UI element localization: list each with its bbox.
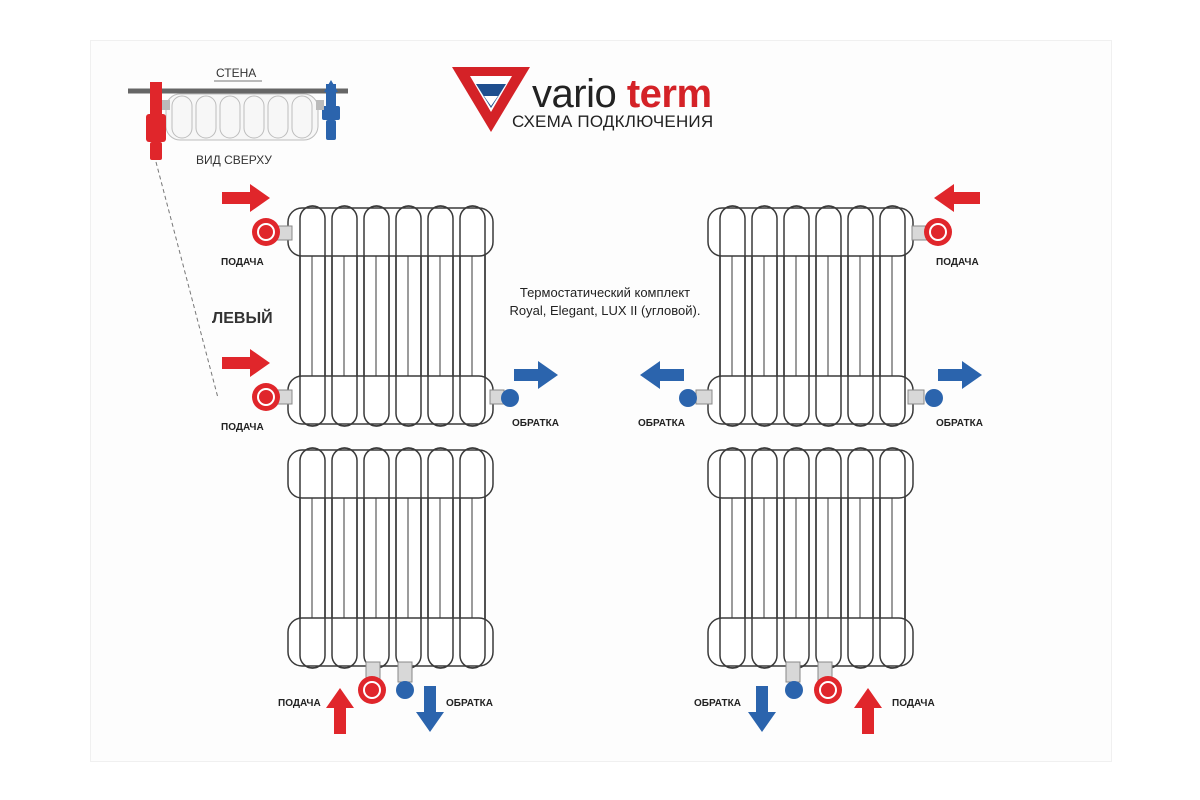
- brand-name-bold: term: [626, 72, 712, 116]
- supply-valve-top-icon: [146, 82, 170, 160]
- radiator-top-left: [287, 205, 494, 427]
- note-line-2: Royal, Elegant, LUX II (угловой).: [509, 303, 701, 318]
- return-fitting-icon: [396, 389, 943, 699]
- arrow-down-icon: [416, 686, 776, 732]
- supply-label: ПОДАЧА: [278, 698, 321, 709]
- valve-icon: [252, 218, 952, 704]
- return-label: ОБРАТКА: [512, 418, 559, 429]
- supply-label: ПОДАЧА: [892, 698, 935, 709]
- radiator-top-right: [707, 205, 914, 427]
- radiator-top-view: [165, 93, 319, 141]
- page-title: СХЕМА ПОДКЛЮЧЕНИЯ: [512, 112, 714, 131]
- brand-name-light: vario: [532, 72, 617, 116]
- return-label: ОБРАТКА: [638, 418, 685, 429]
- arrow-right-icon: [514, 361, 982, 389]
- wall-label: СТЕНА: [216, 66, 257, 80]
- logo-triangle-icon: [452, 67, 530, 132]
- supply-label: ПОДАЧА: [221, 257, 264, 268]
- return-valve-top-icon: [316, 80, 340, 140]
- supply-label: ПОДАЧА: [936, 257, 979, 268]
- arrow-right-icon: [222, 184, 270, 377]
- arrow-up-icon: [326, 688, 882, 734]
- top-view-diagram: [128, 80, 348, 399]
- return-label: ОБРАТКА: [446, 698, 493, 709]
- brand-name: vario term: [532, 72, 712, 117]
- top-view-label: ВИД СВЕРХУ: [196, 153, 272, 167]
- return-label: ОБРАТКА: [694, 698, 741, 709]
- side-label: ЛЕВЫЙ: [212, 310, 273, 327]
- arrow-left-icon: [934, 184, 980, 212]
- note-line-1: Термостатический комплект: [519, 285, 691, 300]
- arrow-left-icon: [640, 361, 684, 389]
- return-label: ОБРАТКА: [936, 418, 983, 429]
- thermostat-kit-note: Термостатический комплект Royal, Elegant…: [490, 284, 720, 320]
- supply-label: ПОДАЧА: [221, 422, 264, 433]
- leader-line: [155, 161, 219, 399]
- radiator-bottom-left: [287, 447, 494, 669]
- radiator-bottom-right: [707, 447, 914, 669]
